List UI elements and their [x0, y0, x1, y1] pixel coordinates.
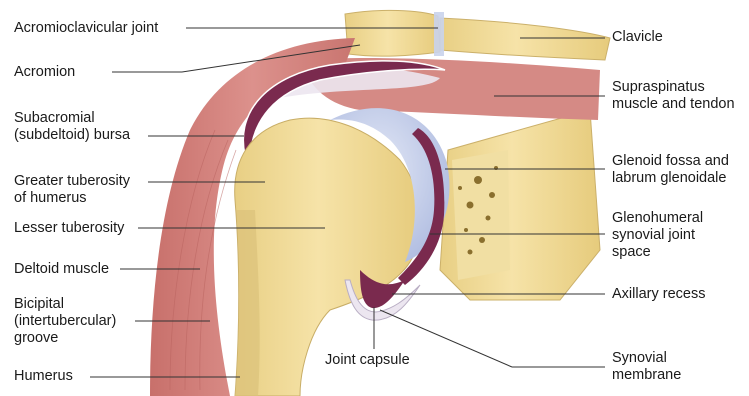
label-glenoid-fossa: Glenoid fossa and labrum glenoidale — [612, 153, 729, 187]
label-humerus: Humerus — [14, 368, 73, 385]
acromioclavicular-joint-gap — [434, 12, 444, 56]
label-lesser-tuberosity: Lesser tuberosity — [14, 220, 124, 237]
label-clavicle: Clavicle — [612, 29, 663, 46]
acromion-bone — [345, 10, 440, 56]
label-glenohumeral-space: Glenohumeral synovial joint space — [612, 210, 703, 261]
label-joint-capsule: Joint capsule — [325, 352, 410, 369]
label-supraspinatus: Supraspinatus muscle and tendon — [612, 79, 735, 113]
label-greater-tuberosity: Greater tuberosity of humerus — [14, 173, 130, 207]
label-subacromial-bursa: Subacromial (subdeltoid) bursa — [14, 110, 130, 144]
label-acromioclavicular-joint: Acromioclavicular joint — [14, 20, 158, 37]
clavicle-bone — [440, 18, 610, 60]
label-acromion: Acromion — [14, 64, 75, 81]
label-bicipital-groove: Bicipital (intertubercular) groove — [14, 296, 116, 347]
label-axillary-recess: Axillary recess — [612, 286, 705, 303]
label-deltoid-muscle: Deltoid muscle — [14, 261, 109, 278]
label-synovial-membrane: Synovial membrane — [612, 350, 681, 384]
